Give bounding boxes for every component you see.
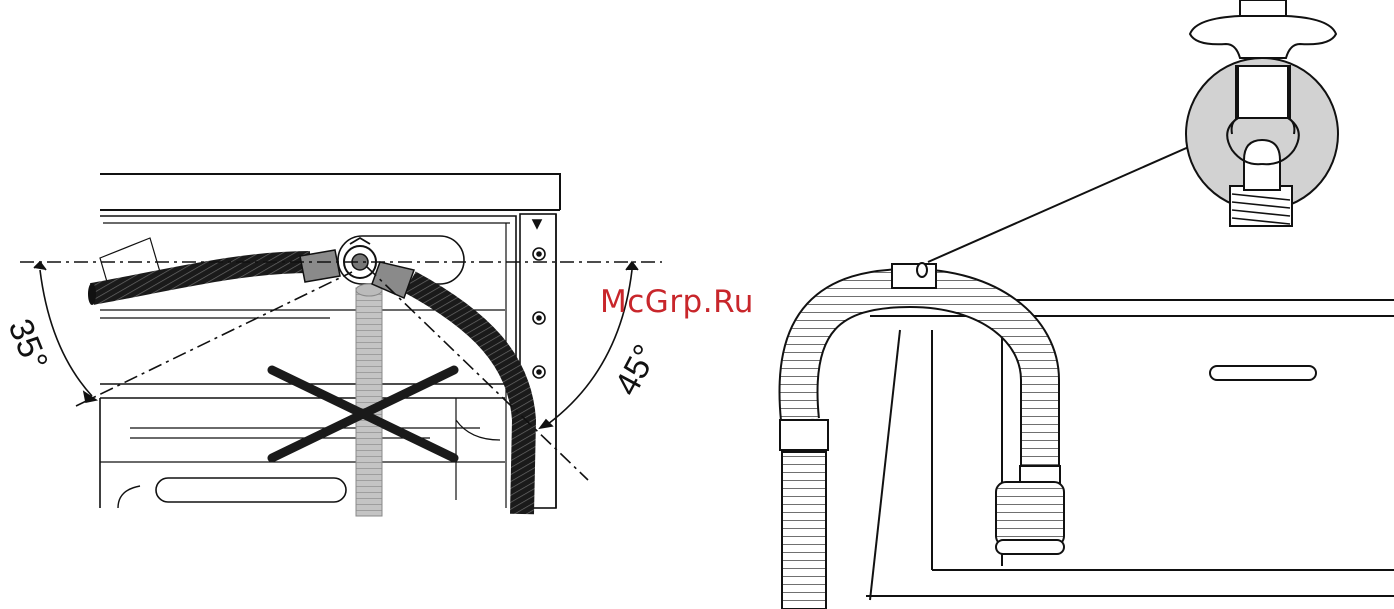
angle-label-45: 45° bbox=[608, 339, 666, 402]
leader-line bbox=[928, 142, 1200, 262]
hose-incorrect bbox=[356, 284, 382, 516]
inset-detail bbox=[1186, 0, 1338, 226]
screw-column bbox=[533, 220, 545, 378]
hose-clip bbox=[892, 263, 936, 288]
watermark-text: McGrp.Ru bbox=[600, 284, 754, 320]
drain-hose-u bbox=[780, 288, 1064, 609]
tub-edge bbox=[866, 300, 1394, 600]
hose-right bbox=[372, 262, 524, 514]
angle-label-35: 35° bbox=[1, 314, 55, 376]
